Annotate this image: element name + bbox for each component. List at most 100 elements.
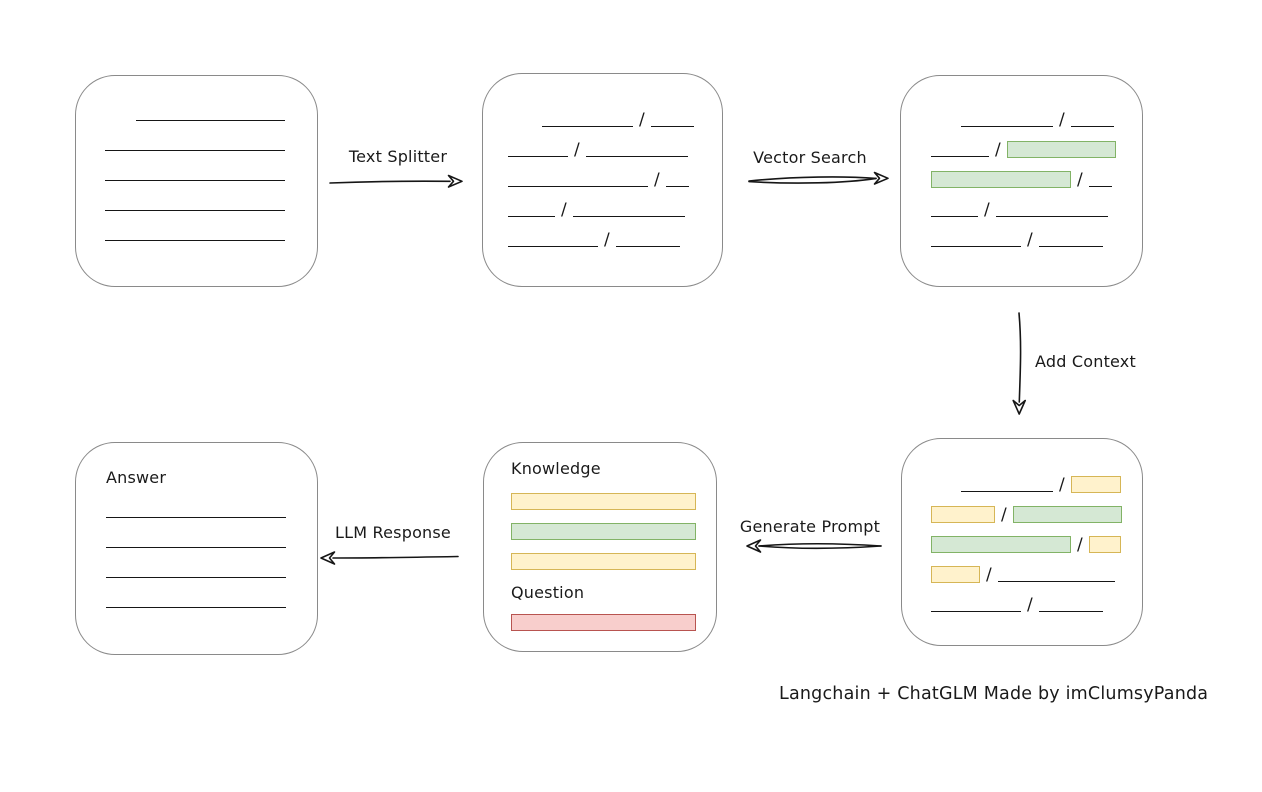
yellow-chunk xyxy=(931,506,995,523)
text-row: / xyxy=(931,218,1142,250)
text-line xyxy=(106,577,286,578)
text-row xyxy=(105,122,317,152)
slash-separator: / xyxy=(995,140,1001,160)
answer-heading: Answer xyxy=(106,468,167,487)
yellow-chunk xyxy=(1070,476,1121,493)
text-line xyxy=(105,150,285,151)
context-chunks-box: / / / / / xyxy=(901,438,1143,646)
text-line xyxy=(931,246,1021,247)
text-line xyxy=(1070,126,1114,127)
text-line xyxy=(585,156,688,157)
slash-separator: / xyxy=(984,200,990,220)
text-line xyxy=(615,246,680,247)
text-line xyxy=(105,210,285,211)
text-line xyxy=(508,216,555,217)
text-row: / xyxy=(508,218,722,250)
text-row: / xyxy=(931,188,1142,220)
slash-separator: / xyxy=(561,200,567,220)
text-row xyxy=(105,152,317,182)
slash-separator: / xyxy=(986,565,992,585)
slash-separator: / xyxy=(1001,505,1007,525)
document-lines xyxy=(105,92,317,242)
text-line xyxy=(1038,246,1103,247)
slash-separator: / xyxy=(574,140,580,160)
text-row xyxy=(105,182,317,212)
text-line xyxy=(508,186,648,187)
yellow-chunk xyxy=(931,566,980,583)
slash-separator: / xyxy=(1059,475,1065,495)
text-line xyxy=(106,607,286,608)
llm-response-label: LLM Response xyxy=(335,523,451,542)
green-chunk xyxy=(1006,141,1116,158)
text-row: / xyxy=(931,583,1142,615)
text-row: / xyxy=(508,188,722,220)
text-line xyxy=(572,216,685,217)
caption-text: Langchain + ChatGLM Made by imClumsyPand… xyxy=(779,684,1209,704)
text-line xyxy=(961,491,1053,492)
prompt-box: Knowledge Question xyxy=(483,442,717,652)
text-line xyxy=(136,120,285,121)
green-bar xyxy=(511,523,696,540)
slash-separator: / xyxy=(1059,110,1065,130)
text-line xyxy=(508,246,598,247)
text-line xyxy=(650,126,694,127)
slash-separator: / xyxy=(1077,535,1083,555)
green-chunk xyxy=(1012,506,1122,523)
text-line xyxy=(542,126,633,127)
text-row: / xyxy=(931,463,1142,495)
slash-separator: / xyxy=(654,170,660,190)
text-row: / xyxy=(931,98,1142,130)
slash-separator: / xyxy=(1027,595,1033,615)
chunk-lines: / / / / / xyxy=(508,98,722,250)
matched-chunk-lines: / / / / / xyxy=(931,98,1142,250)
answer-box: Answer xyxy=(75,442,318,655)
text-splitter-label: Text Splitter xyxy=(348,147,448,166)
text-line xyxy=(995,216,1108,217)
text-line xyxy=(508,156,568,157)
text-row: / xyxy=(931,493,1142,525)
source-document-box xyxy=(75,75,318,287)
slash-separator: / xyxy=(1077,170,1083,190)
text-line xyxy=(931,156,989,157)
text-row xyxy=(106,579,317,609)
text-line xyxy=(931,216,978,217)
text-line xyxy=(997,581,1115,582)
add-context-label: Add Context xyxy=(1035,352,1136,371)
vector-matched-chunks-box: / / / / / xyxy=(900,75,1143,287)
generate-prompt-arrow xyxy=(746,539,882,553)
yellow-bar xyxy=(511,553,696,570)
generate-prompt-label: Generate Prompt xyxy=(739,517,881,536)
green-chunk xyxy=(931,536,1071,553)
text-row: / xyxy=(508,128,722,160)
text-row: / xyxy=(508,158,722,190)
answer-lines xyxy=(106,489,317,609)
text-row: / xyxy=(931,158,1142,190)
text-row: / xyxy=(931,523,1142,555)
text-row xyxy=(106,549,317,579)
text-line xyxy=(105,180,285,181)
slash-separator: / xyxy=(604,230,610,250)
text-line xyxy=(105,240,285,241)
knowledge-heading: Knowledge xyxy=(511,459,601,478)
yellow-bar xyxy=(511,493,696,510)
llm-response-arrow xyxy=(320,551,459,565)
text-line xyxy=(665,186,689,187)
text-line xyxy=(1088,186,1112,187)
text-row xyxy=(105,92,317,122)
slash-separator: / xyxy=(1027,230,1033,250)
vector-search-label: Vector Search xyxy=(753,148,867,167)
text-row: / xyxy=(931,128,1142,160)
text-line xyxy=(106,547,286,548)
text-row xyxy=(105,212,317,242)
split-chunks-box: / / / / / xyxy=(482,73,723,287)
text-row xyxy=(106,519,317,549)
slash-separator: / xyxy=(639,110,645,130)
question-bar xyxy=(511,614,716,631)
red-bar xyxy=(511,614,696,631)
text-row: / xyxy=(931,553,1142,585)
text-splitter-arrow xyxy=(329,174,463,188)
text-line xyxy=(106,517,286,518)
vector-search-arrow xyxy=(748,171,889,185)
yellow-chunk xyxy=(1088,536,1121,553)
